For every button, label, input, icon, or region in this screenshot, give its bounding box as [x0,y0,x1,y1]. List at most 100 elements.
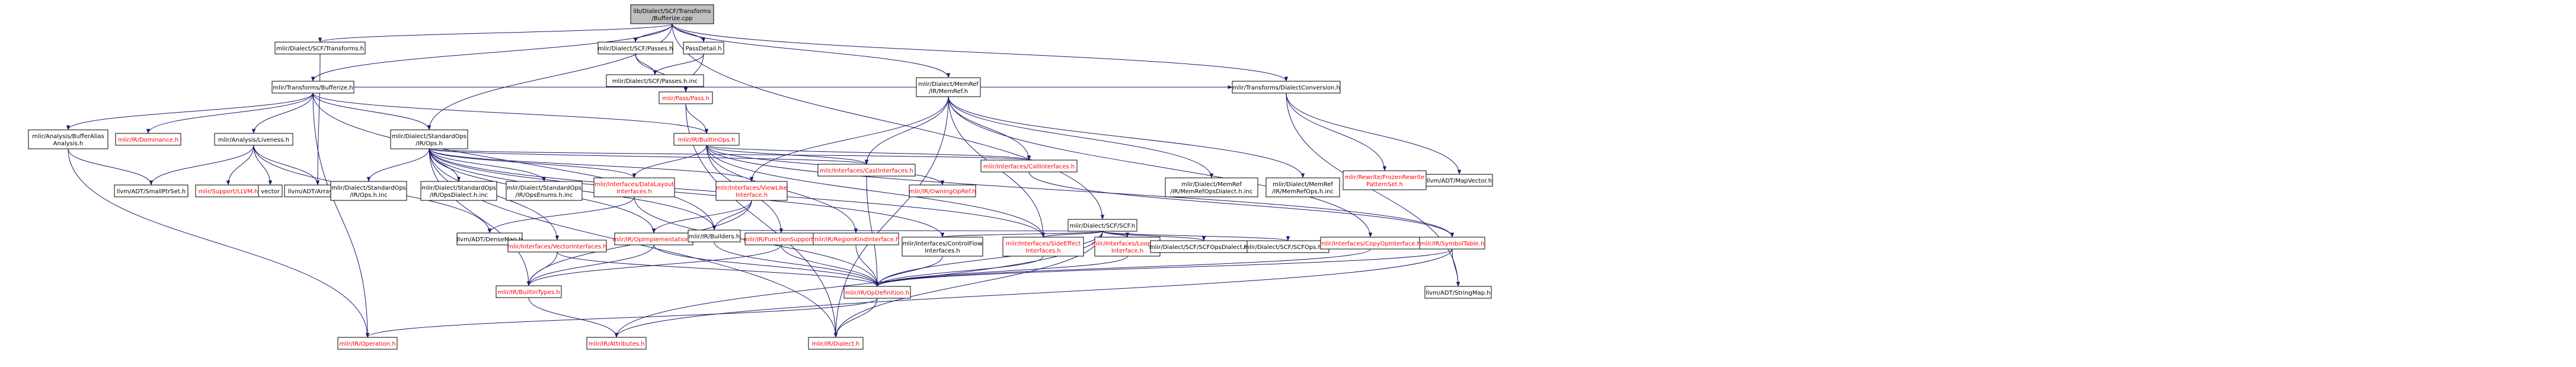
node-label: mlir/IR/BuiltinTypes.h [497,289,560,296]
node-label: /IR/MemRefOps.h.inc [1272,189,1334,195]
edge-region-kind-to-op-definition [855,244,880,287]
node-box [1426,174,1493,187]
node-box [258,184,283,197]
edge-std-ops-to-std-ops-h-inc [366,148,430,182]
node-std-ops[interactable]: mlir/Dialect/StandardOps/IR/Ops.h [390,129,468,149]
node-scf-ops-inc[interactable]: mlir/Dialect/SCF/SCFOps.h.inc [1244,240,1332,253]
edge-datalayout-if-to-llvm-densemap [487,196,635,234]
node-label: mlir/Interfaces/LoopLike [1092,241,1163,247]
node-vector-if: mlir/Interfaces/VectorInterfaces.h [507,240,607,253]
node-func-support: mlir/IR/FunctionSupport.h [743,232,819,245]
node-memref-ops-inc[interactable]: mlir/Dialect/MemRef/IR/MemRefOps.h.inc [1265,177,1340,197]
node-label: /IR/MemRefOpsDialect.h.inc [1170,189,1252,195]
node-box [271,81,354,94]
node-label: lib/Dialect/SCF/Transforms [633,8,711,15]
node-layer: lib/Dialect/SCF/Transforms/Bufferize.cpp… [28,4,1493,350]
edge-pass-h-to-dialect-h [685,103,838,338]
edge-builtin-ops-to-datalayout-if [632,145,707,178]
node-box [506,181,583,201]
node-vector: vector [258,184,283,197]
node-label: mlir/Transforms/Bufferize.h [273,85,353,91]
node-root[interactable]: lib/Dialect/SCF/Transforms/Bufferize.cpp [630,4,714,24]
node-liveness[interactable]: mlir/Analysis/Liveness.h [214,133,293,146]
edge-pass-h-to-builtin-ops [685,103,709,134]
node-std-ops-enums-inc[interactable]: mlir/Dialect/StandardOps/IR/OpsEnums.h.i… [506,181,583,201]
edge-std-ops-to-viewlike-if [429,148,754,182]
node-box [586,337,647,350]
node-box [593,177,675,197]
node-label: mlir/Dialect/SCF/SCFOpsDialect.h.inc [1149,244,1258,251]
edge-vector-if-to-op-definition [557,251,880,287]
node-label: mlir/Dialect/SCF/Passes.h [598,46,673,52]
node-label: mlir/Dialect/MemRef [1181,181,1242,188]
node-label: mlir/Dialect/SCF/Passes.h.inc [612,78,698,85]
node-box [659,91,713,104]
node-support-llvm: mlir/Support/LLVM.h [195,184,261,197]
node-box [420,181,497,201]
edge-viewlike-if-to-op-impl [651,200,752,234]
node-scf-passes[interactable]: mlir/Dialect/SCF/Passes.h [597,42,673,55]
node-box [1232,81,1341,94]
node-call-if: mlir/Interfaces/CallInterfaces.h [980,159,1078,173]
node-box [688,229,741,242]
edge-bufferize-h-to-dominance [146,92,314,134]
node-label: mlir/Interfaces/DataLayout [595,181,674,188]
node-cast-if: mlir/Interfaces/CastInterfaces.h [817,164,916,177]
node-label: mlir/IR/Builders.h [689,234,740,240]
node-box [390,129,468,149]
edge-func-support-to-op-definition [781,244,880,287]
node-scf-ops-dialect-inc[interactable]: mlir/Dialect/SCF/SCFOpsDialect.h.inc [1149,240,1258,253]
edge-root-to-dialect-conv [672,23,1289,82]
edge-root-to-bufferize-h [311,23,673,82]
edge-vector-if-to-builtin-types [526,251,558,286]
node-box [597,42,673,55]
node-box [115,133,181,146]
node-box [214,133,293,146]
node-scf-h[interactable]: mlir/Dialect/SCF/SCF.h [1068,219,1137,232]
edge-memref-to-memref-dialect-inc [948,96,1214,178]
edge-scf-h-to-builders [714,229,1103,235]
node-label: mlir/IR/SymbolTable.h [1420,241,1485,247]
node-scf-transforms[interactable]: mlir/Dialect/SCF/Transforms.h [274,42,366,55]
edge-call-if-to-symbol-table [1028,171,1455,238]
node-memref[interactable]: mlir/Dialect/MemRef/IR/MemRef.h [916,77,981,97]
edge-control-flow-to-op-definition [875,256,943,287]
node-label: llvm/ADT/MapVector.h [1427,178,1492,184]
node-box [902,237,983,257]
edge-std-ops-to-control-flow [429,148,945,238]
node-label: mlir/Interfaces/CastInterfaces.h [820,168,913,174]
node-label: Interfaces.h [1025,248,1061,254]
edge-passdetail-to-scf-passes-inc [653,53,704,75]
node-box [715,181,788,201]
edge-liveness-to-support-llvm [226,145,254,186]
edge-viewlike-if-to-builders [712,200,752,231]
node-label: mlir/Analysis/Liveness.h [218,137,289,143]
node-scf-passes-inc[interactable]: mlir/Dialect/SCF/Passes.h.inc [606,74,704,87]
node-label: mlir/Dialect/StandardOps [421,185,496,192]
node-label: mlir/IR/FunctionSupport.h [743,237,819,243]
node-std-ops-h-inc[interactable]: mlir/Dialect/StandardOps/IR/Ops.h.inc [330,181,407,201]
node-memref-dialect-inc[interactable]: mlir/Dialect/MemRef/IR/MemRefOpsDialect.… [1165,177,1258,197]
node-bufferize-h[interactable]: mlir/Transforms/Bufferize.h [271,81,354,94]
edge-symbol-table-to-attributes-h [614,248,1453,338]
node-dialect-conv[interactable]: mlir/Transforms/DialectConversion.h [1232,81,1341,94]
edge-scf-passes-to-scf-passes-inc [635,53,657,75]
edge-op-impl-to-op-definition [653,244,880,287]
node-passdetail[interactable]: PassDetail.h [683,42,724,55]
node-dominance: mlir/IR/Dominance.h [115,133,181,146]
edge-scf-h-to-scf-ops-dialect-inc [1102,231,1206,241]
node-label: mlir/Rewrite/FrozenRewrite [1345,174,1425,181]
node-label: /IR/Ops.h.inc [350,192,387,199]
edge-bufferize-h-to-liveness [251,92,314,134]
node-builders[interactable]: mlir/IR/Builders.h [688,229,741,242]
node-label: /IR/MemRef.h [929,88,968,95]
edge-bufferize-h-to-builders [312,92,717,231]
node-std-ops-dialect-inc[interactable]: mlir/Dialect/StandardOps/IR/OpsDialect.h… [420,181,497,201]
edge-bufferize-h-to-builtin-ops [312,92,709,134]
node-label: mlir/Dialect/SCF/Transforms.h [276,46,364,52]
